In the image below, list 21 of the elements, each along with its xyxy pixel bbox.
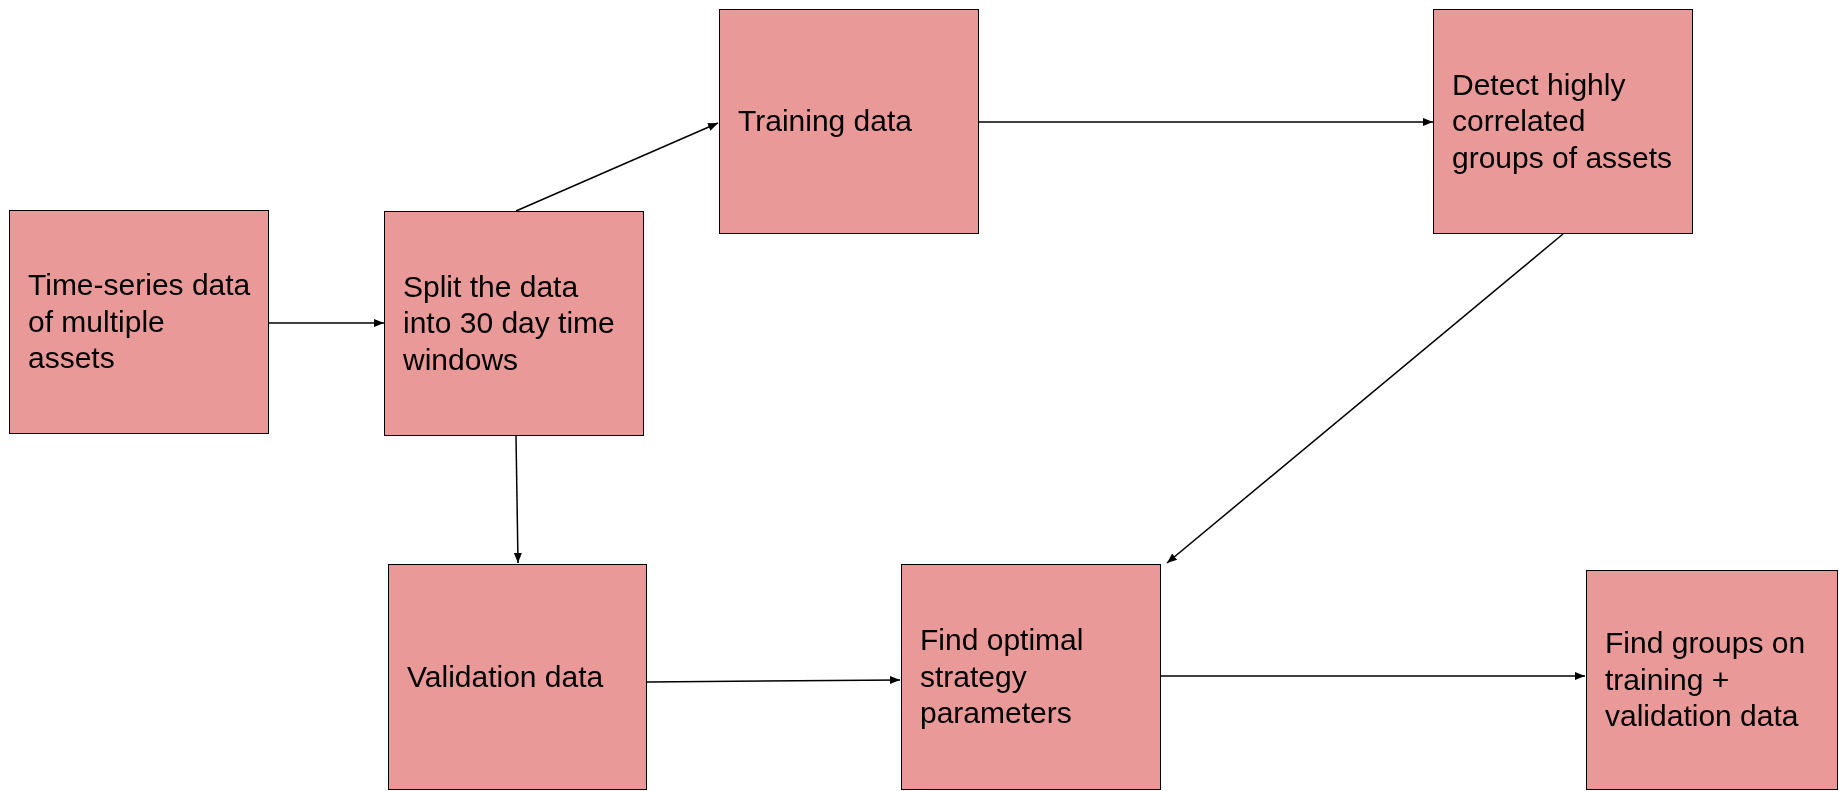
arrow [978,118,1434,126]
box-label: Split the data into 30 day time windows [403,268,616,378]
process-box [1586,570,1838,790]
process-box [1433,9,1693,234]
box-label: Detect highly correlated groups of assets [1452,66,1674,176]
box-label: Find groups on training + validation data [1605,625,1807,735]
arrow [515,122,719,212]
arrow [1166,233,1564,564]
arrow [646,676,901,685]
process-box [388,564,647,790]
box-label: Time-series data of multiple assets [28,267,252,377]
process-box [384,211,644,436]
arrow [1160,672,1586,680]
arrow [268,319,385,327]
box-label: Find optimal strategy parameters [920,622,1085,732]
box-label: Validation data [407,658,604,695]
arrow [513,435,522,564]
box-label: Training data [738,103,912,140]
process-box [9,210,269,434]
process-box [719,9,979,234]
process-box [901,564,1161,790]
